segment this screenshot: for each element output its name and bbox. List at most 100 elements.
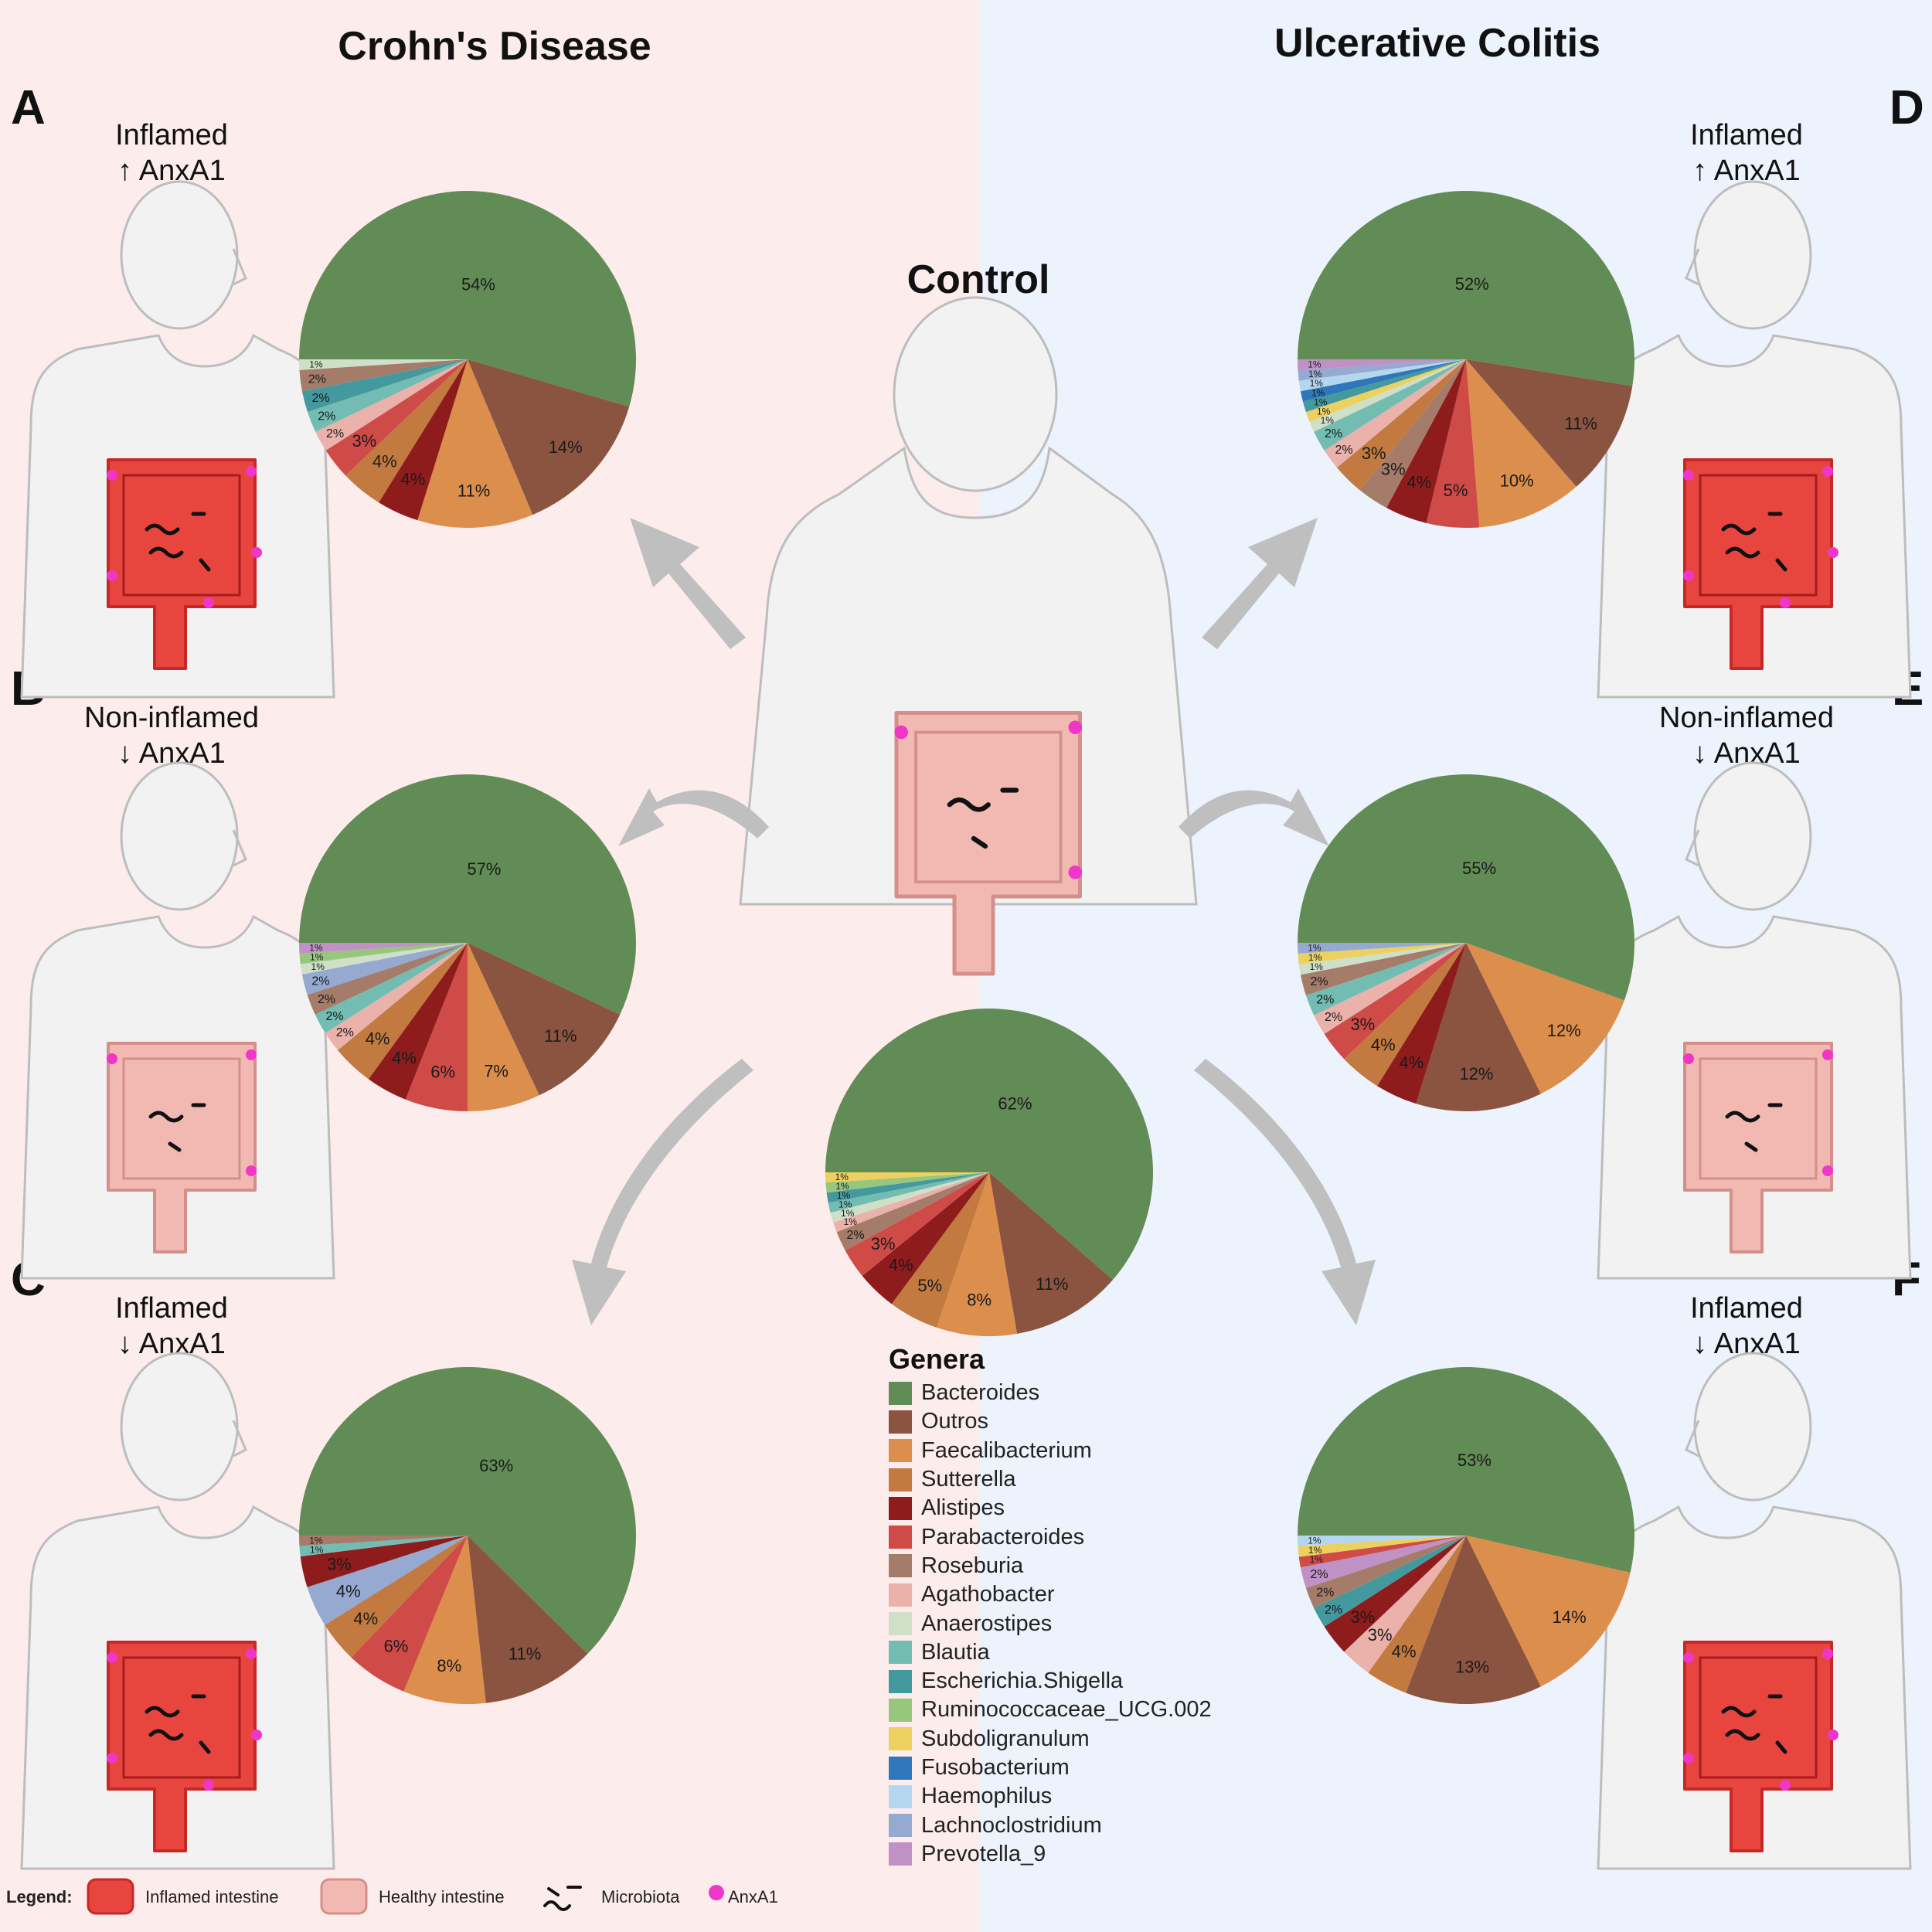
legend-swatch — [889, 1381, 912, 1405]
pie-data-label: 1% — [309, 359, 323, 369]
pie-slice — [1466, 943, 1624, 1094]
pie-data-label: 8% — [967, 1291, 992, 1310]
pie-slice — [307, 1536, 468, 1625]
uc-title: Ulcerative Colitis — [1274, 21, 1600, 66]
pie-data-label: 4% — [400, 469, 425, 488]
pie-data-label: 13% — [1455, 1658, 1489, 1677]
pie-data-label: 11% — [1036, 1274, 1068, 1294]
pie-data-label: 3% — [1350, 1607, 1375, 1627]
pie-data-label: 8% — [437, 1656, 461, 1675]
legend-swatch — [889, 1669, 912, 1693]
pie-chart-d: 52%11%10%5%4%3%3%2%2%1%1%1%1%1%1%1% — [1298, 191, 1634, 528]
legend-label: Sutterella — [921, 1467, 1016, 1492]
legend-label: Outros — [921, 1409, 989, 1434]
pie-data-label: 1% — [841, 1208, 855, 1219]
pie-slice — [1298, 774, 1634, 1001]
legend-swatch — [889, 1814, 912, 1838]
pie-data-label: 2% — [311, 975, 329, 988]
pie-data-label: 3% — [352, 431, 376, 451]
pie-data-label: 2% — [336, 1026, 354, 1039]
pie-slice — [315, 943, 468, 1033]
panel-letter-a: A — [11, 81, 46, 134]
legend-item: Blautia — [889, 1638, 1212, 1667]
pie-slice — [1309, 359, 1466, 432]
legend-swatch — [889, 1554, 912, 1578]
pie-data-label: 2% — [1316, 1587, 1334, 1600]
legend-item: Escherichia.Shigella — [889, 1667, 1212, 1696]
pie-slice — [1386, 359, 1466, 523]
legend-label: Prevotella_9 — [921, 1841, 1046, 1866]
legend-swatch — [889, 1698, 912, 1722]
pie-slice — [299, 774, 636, 1015]
legend-label: Fusobacterium — [921, 1755, 1070, 1780]
pie-data-label: 4% — [353, 1609, 378, 1628]
panel-letter-d: D — [1889, 81, 1924, 134]
pie-slice — [1324, 1536, 1466, 1652]
pie-data-label: 11% — [509, 1645, 541, 1664]
pie-slice — [1298, 1367, 1634, 1573]
pie-data-label: 3% — [327, 1554, 352, 1573]
pie-data-label: 1% — [1308, 952, 1322, 963]
pie-data-label: 4% — [1392, 1642, 1417, 1662]
pie-slice — [299, 943, 468, 964]
pie-data-label: 2% — [1311, 1568, 1328, 1581]
pie-slice — [1337, 359, 1466, 491]
pie-slice — [1314, 359, 1466, 451]
pie-slice — [468, 359, 630, 515]
pie-data-label: 10% — [1500, 471, 1534, 491]
pie-data-label: 5% — [1444, 481, 1468, 500]
panel-b-condition: Non-inflamed ↓ AnxA1 — [56, 700, 287, 771]
genera-legend-title: Genera — [889, 1343, 985, 1375]
pie-slice — [299, 1367, 636, 1654]
pie-chart-control: 62%11%8%5%4%3%2%1%1%1%1%1%1% — [825, 1009, 1153, 1336]
pie-data-label: 11% — [457, 481, 490, 501]
pie-data-label: 1% — [311, 961, 325, 972]
legend-label: Parabacteroides — [921, 1524, 1085, 1549]
pie-slice — [1298, 943, 1466, 964]
pie-slice — [845, 1172, 989, 1277]
control-title: Control — [906, 257, 1050, 302]
pie-data-label: 2% — [1325, 1604, 1342, 1617]
pie-chart-f: 53%14%13%4%3%3%2%2%2%1%1%1% — [1298, 1367, 1634, 1704]
pie-chart-a: 54%14%11%4%4%3%2%2%2%2%1% — [299, 191, 636, 528]
pie-slice — [1298, 1536, 1466, 1557]
legend-label: Alistipes — [921, 1495, 1005, 1521]
pie-data-label: 14% — [1553, 1607, 1587, 1627]
pie-data-label: 1% — [309, 942, 323, 953]
pie-data-label: 2% — [1325, 427, 1342, 440]
legend-item: Haemophilus — [889, 1782, 1212, 1811]
pie-data-label: 2% — [326, 427, 344, 440]
legend-swatch — [889, 1496, 912, 1520]
pie-slice — [403, 1536, 486, 1704]
pie-slice — [468, 943, 539, 1111]
pie-data-label: 1% — [1308, 1545, 1322, 1556]
pie-data-label: 2% — [326, 1010, 344, 1023]
pie-data-label: 4% — [1399, 1053, 1423, 1072]
pie-data-label: 7% — [484, 1062, 509, 1081]
pie-slice — [1416, 943, 1541, 1111]
pie-slice — [301, 359, 468, 413]
legend-swatch — [889, 1410, 912, 1434]
pie-data-label: 1% — [309, 1535, 323, 1546]
pie-chart-e: 55%12%12%4%4%3%2%2%2%1%1%1% — [1298, 774, 1634, 1111]
pie-slice — [833, 1172, 989, 1233]
pie-data-label: 1% — [1308, 369, 1322, 379]
panel-b-status: Non-inflamed — [84, 702, 259, 734]
legend-label: Anaerostipes — [921, 1611, 1053, 1636]
pie-slice — [1298, 943, 1466, 975]
bottom-legend-label: Legend: — [6, 1887, 73, 1906]
pie-data-label: 5% — [917, 1276, 942, 1295]
pie-data-label: 1% — [1317, 406, 1331, 417]
legend-item: Fusobacterium — [889, 1753, 1212, 1782]
panel-c-status: Inflamed — [115, 1292, 228, 1325]
pie-data-label: 2% — [1325, 1011, 1342, 1024]
pie-data-label: 3% — [1362, 444, 1386, 463]
pie-slice — [351, 1536, 468, 1692]
pie-data-label: 1% — [1310, 961, 1324, 972]
arrow-to-b — [618, 788, 769, 846]
pie-slice — [1344, 943, 1466, 1087]
pie-slice — [299, 1536, 468, 1546]
bottom-legend-inflamed: Inflamed intestine — [145, 1887, 279, 1906]
